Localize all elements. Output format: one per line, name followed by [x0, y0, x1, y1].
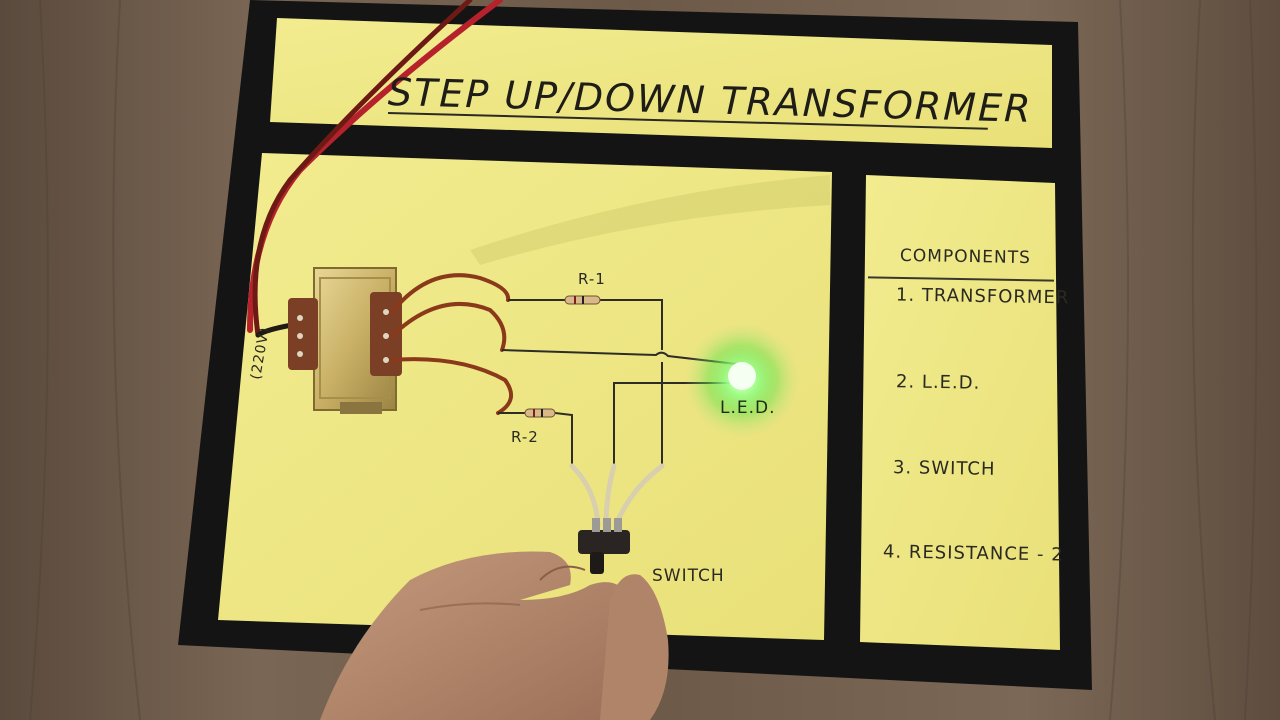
hand	[320, 551, 669, 720]
component-item-transformer: 1. TRANSFORMER	[895, 284, 1070, 309]
switch	[578, 518, 630, 574]
transformer	[288, 267, 402, 414]
wood-grain	[29, 0, 1258, 720]
component-item-resistance: 4. RESISTANCE - 2	[882, 541, 1064, 566]
label-r2: R-2	[511, 428, 539, 446]
resistor-r1	[564, 295, 601, 305]
resistor-r2	[524, 408, 556, 418]
label-switch: SWITCH	[652, 566, 725, 586]
component-item-switch: 3. SWITCH	[892, 457, 996, 480]
components-heading: COMPONENTS	[899, 245, 1032, 269]
label-led: L.E.D.	[720, 398, 776, 418]
led-light	[684, 322, 800, 438]
components-panel	[860, 175, 1060, 650]
secondary-wires	[390, 273, 514, 415]
label-r1: R-1	[578, 270, 606, 288]
power-cable	[247, 0, 503, 338]
panel-shadow	[470, 175, 830, 265]
component-item-led: 2. L.E.D.	[895, 371, 981, 394]
